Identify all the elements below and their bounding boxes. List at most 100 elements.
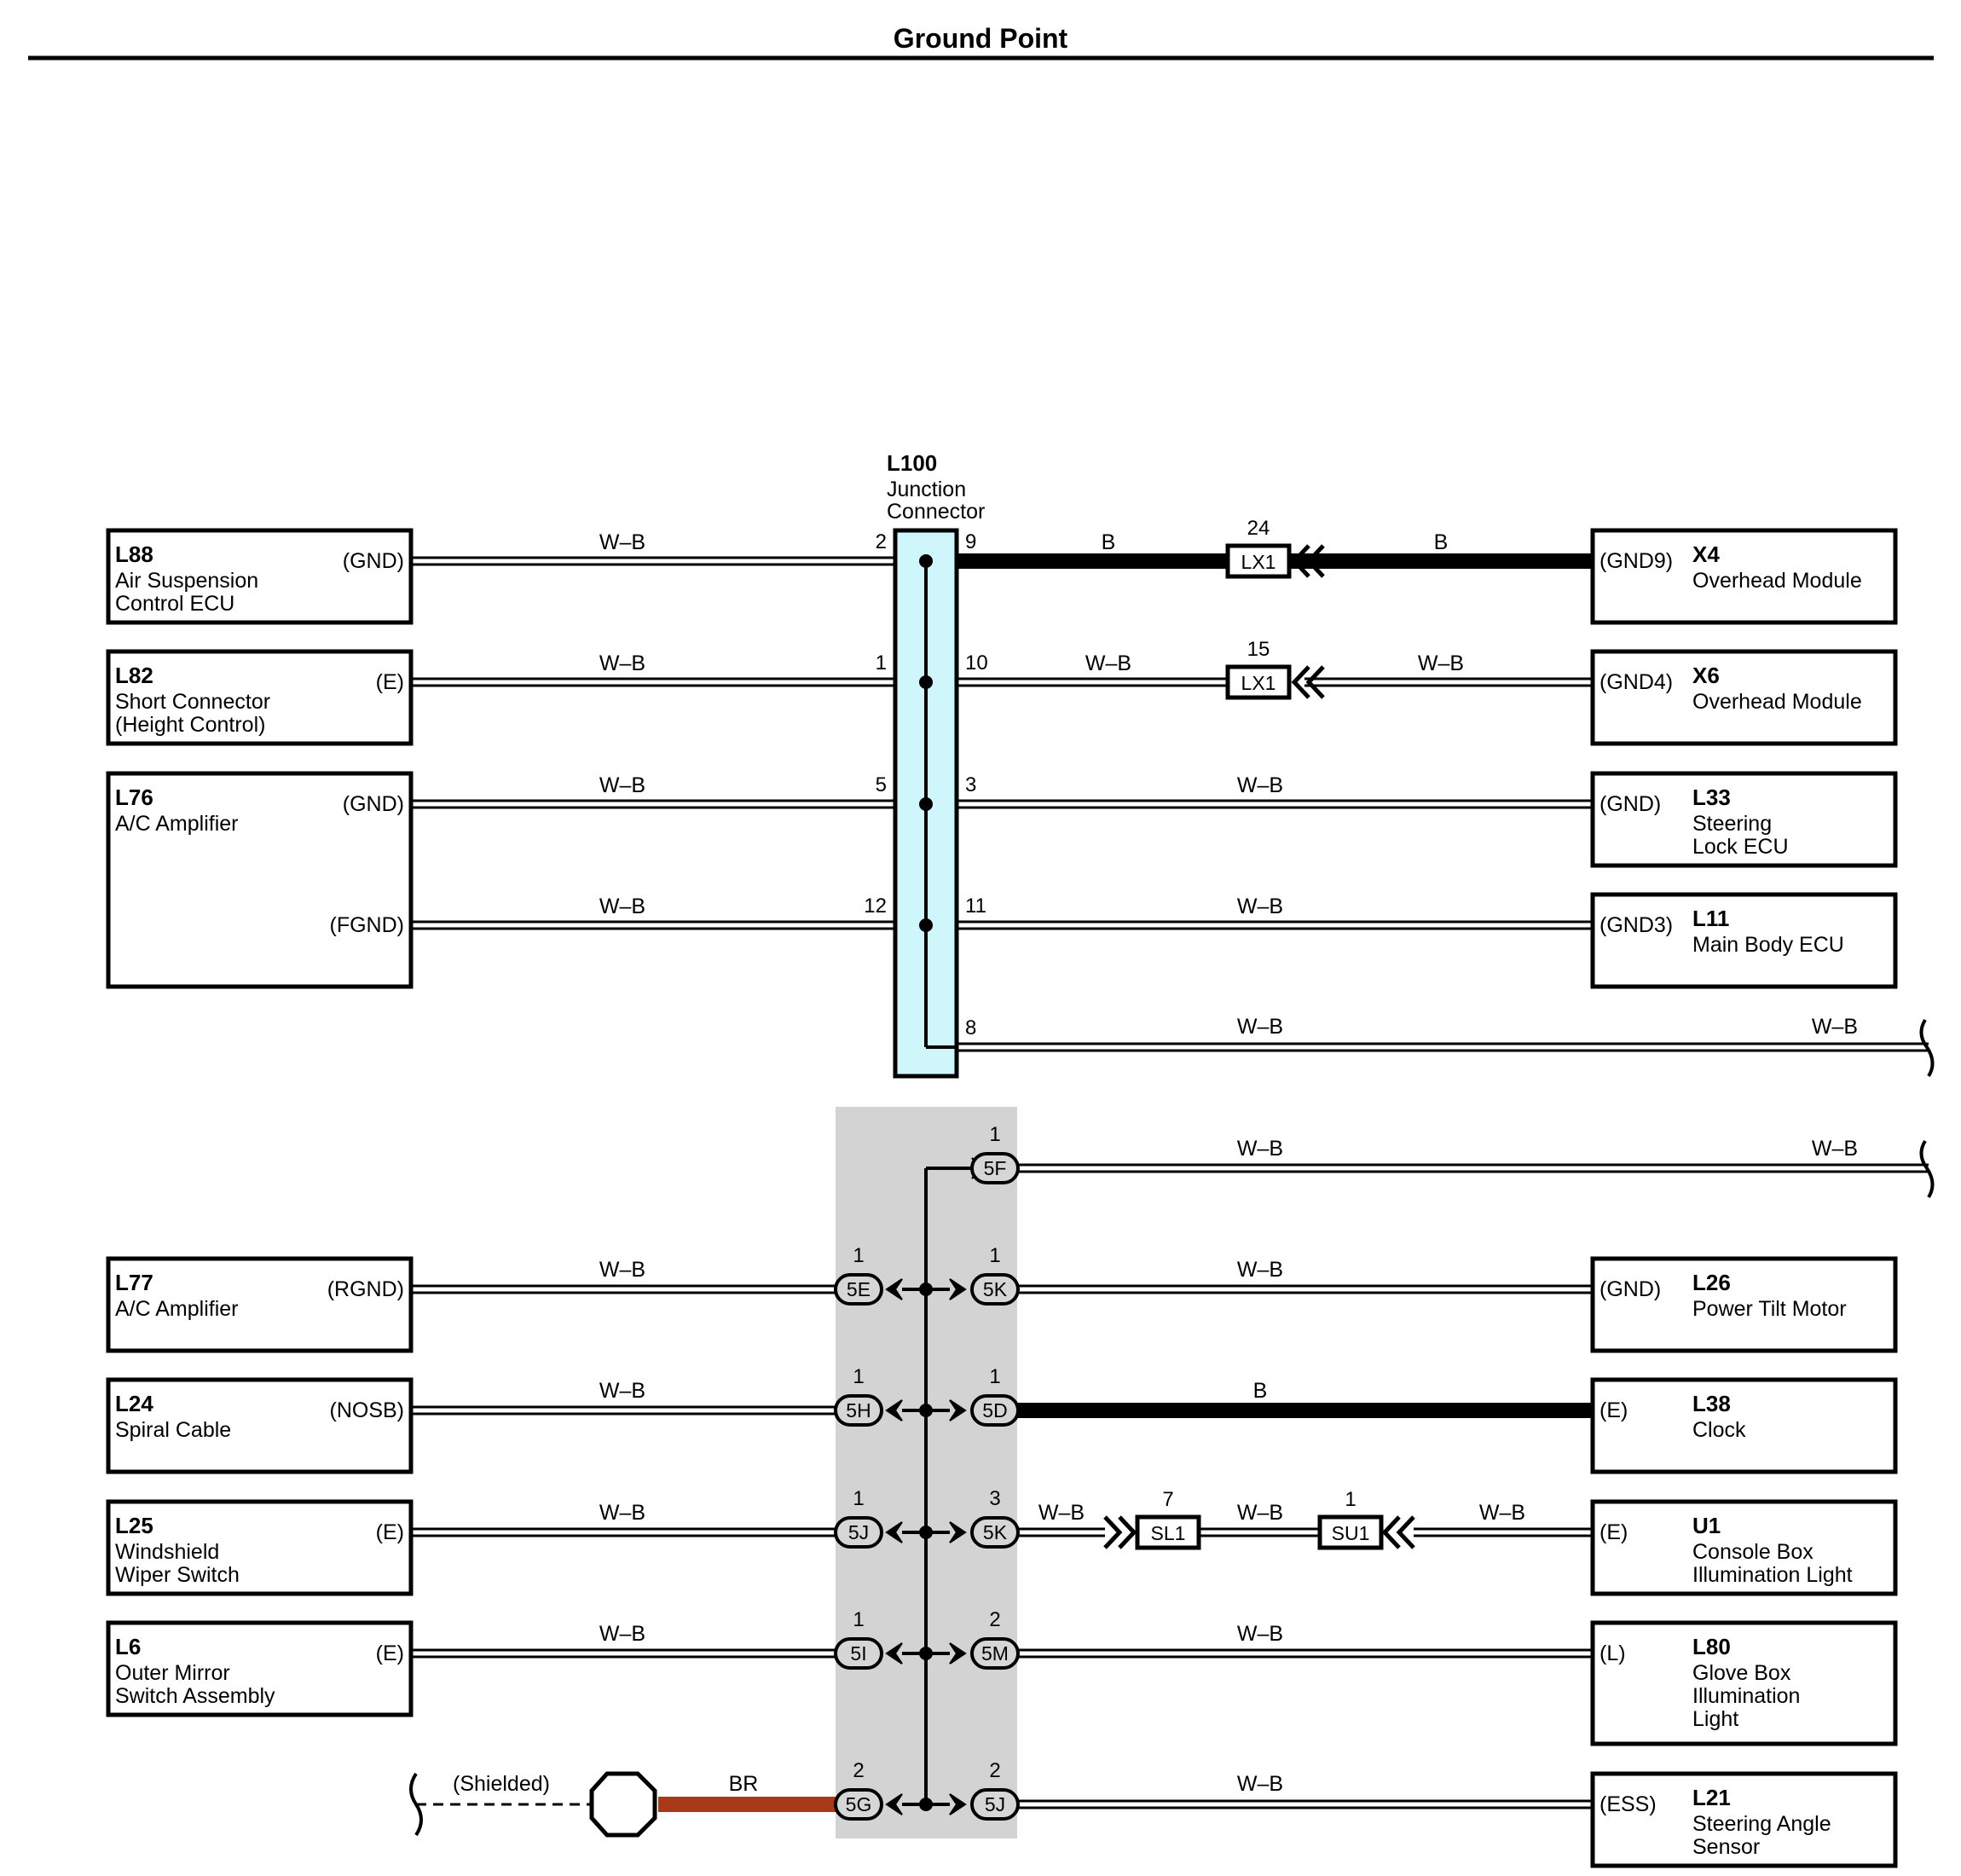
- wire-color-label: W–B: [1479, 1501, 1525, 1525]
- component-name: Lock ECU: [1692, 835, 1789, 859]
- component-name: A/C Amplifier: [115, 1297, 238, 1321]
- terminal-label: (E): [1599, 1520, 1628, 1544]
- component-name: Switch Assembly: [115, 1684, 275, 1708]
- component-code: L6: [115, 1634, 141, 1659]
- wire-color-label: W–B: [599, 1501, 645, 1525]
- connector-pin: 2: [989, 1608, 1000, 1631]
- pin-number: 12: [864, 895, 887, 918]
- terminal-label: (GND): [1599, 1277, 1661, 1301]
- wire-color-label: W–B: [1237, 1015, 1283, 1039]
- connector-pin: 1: [989, 1123, 1000, 1146]
- wire-color-label: B: [1102, 530, 1116, 554]
- component-code: L38: [1692, 1391, 1731, 1416]
- splice-connector-5m: [926, 1637, 1020, 1670]
- inline-connector-sl1: [1103, 1514, 1201, 1550]
- terminal-label: (RGND): [327, 1277, 404, 1301]
- left-wires-bottom: [409, 1284, 836, 1838]
- junction-bus: [919, 554, 957, 1049]
- terminal-label: (E): [376, 670, 404, 694]
- connector-name: 5K: [983, 1278, 1008, 1300]
- right-wires-top: [955, 553, 1935, 1078]
- inline-connector-lx1: [1225, 664, 1325, 700]
- component-name: Windshield: [115, 1540, 219, 1564]
- wire-color-label: W–B: [1085, 651, 1131, 675]
- connector-name: LX1: [1241, 672, 1276, 694]
- wire-color-label: W–B: [1812, 1137, 1858, 1161]
- connector-name: LX1: [1241, 551, 1276, 573]
- connector-name: SL1: [1151, 1522, 1186, 1544]
- component-code: X6: [1692, 663, 1720, 688]
- component-l77: [106, 1256, 414, 1353]
- component-name: Sensor: [1692, 1835, 1760, 1859]
- connector-name: 5E: [847, 1278, 871, 1300]
- connector-name: 5J: [985, 1793, 1005, 1815]
- terminal-label: (E): [376, 1642, 404, 1665]
- inline-connector-su1: [1317, 1514, 1415, 1550]
- splice-connector-5j: [834, 1516, 926, 1549]
- connector-name: 5D: [982, 1399, 1007, 1421]
- left-wires-top: [411, 556, 895, 930]
- junction-name-2: Connector: [887, 500, 985, 524]
- splice-connector-5e: [834, 1273, 926, 1306]
- splice-connector-5i: [834, 1637, 926, 1670]
- wire-color-label: W–B: [599, 1379, 645, 1403]
- terminal-label: (E): [1599, 1398, 1628, 1422]
- component-name: Overhead Module: [1692, 690, 1862, 714]
- connector-pin: 24: [1247, 517, 1270, 540]
- component-name: Clock: [1692, 1418, 1746, 1442]
- connector-pin: 1: [853, 1244, 864, 1267]
- terminal-label: (GND): [343, 549, 404, 573]
- splice-connector-5h: [834, 1394, 926, 1427]
- component-name: Illumination: [1692, 1684, 1800, 1708]
- component-code: L77: [115, 1270, 153, 1295]
- connector-name: 5H: [846, 1399, 871, 1421]
- component-l33: [1590, 771, 1898, 868]
- right-wires-bottom: [1017, 1139, 1935, 1809]
- component-code: U1: [1692, 1513, 1721, 1538]
- junction-code: L100: [887, 450, 937, 476]
- component-name: Short Connector: [115, 690, 270, 714]
- splice-bus: [919, 1167, 972, 1811]
- connector-name: 5K: [983, 1521, 1008, 1543]
- component-code: L11: [1692, 906, 1729, 931]
- component-l26: [1590, 1256, 1898, 1353]
- connector-name: 5J: [848, 1521, 869, 1543]
- wire-color-label: W–B: [599, 651, 645, 675]
- connector-name: 5G: [846, 1793, 872, 1815]
- connector-pin: 3: [989, 1487, 1000, 1510]
- connector-pin: 1: [989, 1365, 1000, 1388]
- terminal-label: (E): [376, 1520, 404, 1544]
- wire-color-label: W–B: [599, 530, 645, 554]
- wire-color-label: W–B: [1237, 1501, 1283, 1525]
- pin-number: 10: [965, 651, 988, 675]
- component-code: L88: [115, 541, 153, 567]
- component-l38: [1590, 1377, 1898, 1474]
- terminal-label: (L): [1599, 1642, 1626, 1665]
- component-l11: [1590, 892, 1898, 989]
- connector-pin: 1: [853, 1365, 864, 1388]
- component-name: Glove Box: [1692, 1661, 1791, 1685]
- connector-name: 5M: [981, 1642, 1009, 1665]
- component-name: Illumination Light: [1692, 1563, 1853, 1587]
- connector-pin: 1: [853, 1608, 864, 1631]
- component-name: Main Body ECU: [1692, 933, 1844, 957]
- splice-connector-5f: [970, 1152, 1020, 1184]
- wire-color-label: W–B: [1237, 1258, 1283, 1282]
- wire-color-label: B: [1434, 530, 1449, 554]
- wire-color-label: W–B: [1237, 1137, 1283, 1161]
- terminal-label: (GND): [1599, 792, 1661, 816]
- component-name: Control ECU: [115, 592, 234, 616]
- wire-color-label: W–B: [599, 1258, 645, 1282]
- connector-pin: 2: [989, 1759, 1000, 1782]
- terminal-label: (GND): [343, 792, 404, 816]
- connector-pin: 1: [989, 1244, 1000, 1267]
- component-code: L24: [115, 1391, 153, 1416]
- component-name: A/C Amplifier: [115, 812, 238, 836]
- component-code: L82: [115, 663, 153, 688]
- component-name: Steering: [1692, 812, 1772, 836]
- component-code: L33: [1692, 785, 1731, 810]
- component-name: Wiper Switch: [115, 1563, 240, 1587]
- pin-number: 11: [965, 895, 986, 918]
- splice-connector-5k: [926, 1516, 1020, 1549]
